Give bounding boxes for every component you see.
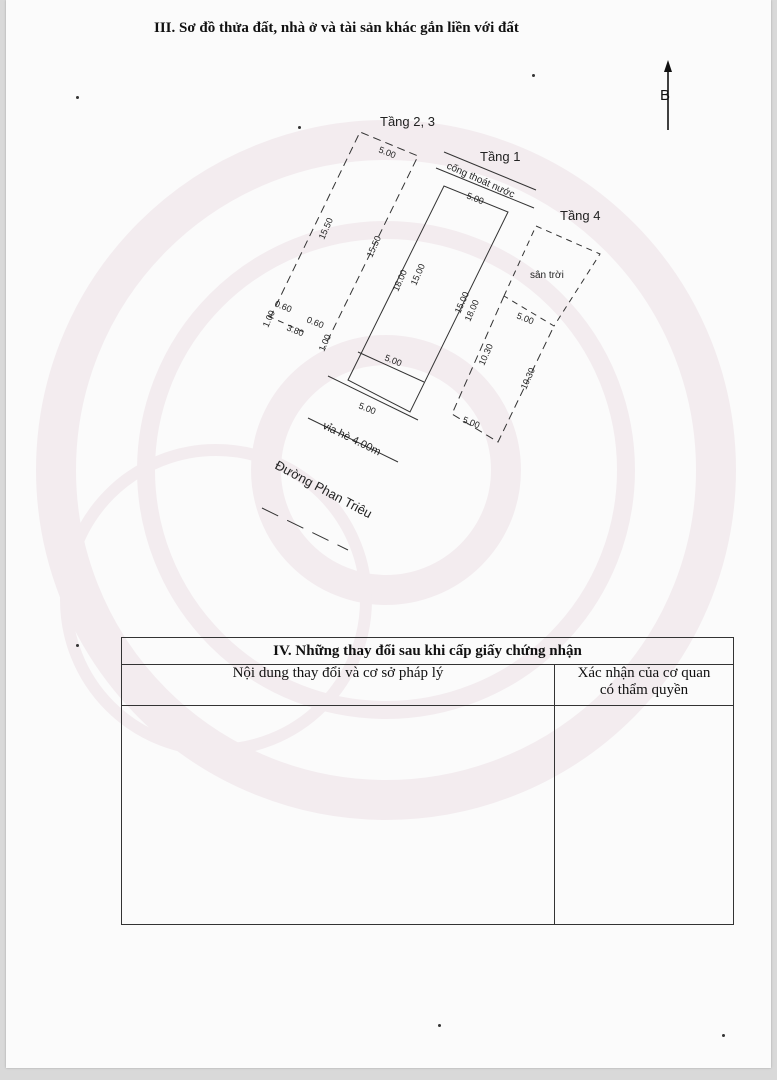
- north-label: B: [660, 87, 671, 104]
- column-header-confirm-line2: có thẩm quyền: [599, 682, 689, 698]
- north-arrow-icon: [664, 60, 672, 130]
- dim-f23-edge-a: 1.00: [261, 309, 277, 329]
- dim-f4-right: 10.30: [519, 366, 537, 391]
- dim-f23-left: 15.50: [317, 216, 335, 241]
- dim-f23-edge-b: 1.00: [317, 333, 333, 353]
- land-plot-diagram: Tầng 2, 3 Tầng 1 Tầng 4 cống thoát nước …: [261, 114, 601, 551]
- dim-f23-right: 15.50: [365, 234, 383, 259]
- floor-1-inner-bottom: [357, 351, 425, 383]
- dim-f23-offset-a: 0.60: [273, 299, 293, 315]
- confirm-cell-empty[interactable]: [554, 705, 734, 925]
- dim-f1-bottom: 5.00: [357, 401, 377, 417]
- terrace-label: sân trời: [530, 270, 564, 281]
- dim-f23-bottom: 3.80: [285, 323, 305, 339]
- sidewalk-edge-1: [307, 417, 399, 463]
- floor-4-label: Tầng 4: [560, 208, 600, 223]
- column-header-confirm: Xác nhận của cơ quan có thẩm quyền: [554, 664, 734, 706]
- scan-speck: [76, 96, 79, 99]
- dim-f1-inner-bottom: 5.00: [383, 353, 403, 369]
- scan-speck: [298, 126, 301, 129]
- dim-f1-top: 5.00: [465, 191, 485, 207]
- floor-4-outline: [451, 295, 555, 443]
- column-header-confirm-line1: Xác nhận của cơ quan: [577, 665, 711, 681]
- scan-speck: [722, 1034, 725, 1037]
- floor-2-3-base: [267, 315, 307, 334]
- sidewalk-edge-2: [327, 375, 419, 421]
- drain-line-2: [443, 151, 537, 191]
- scan-speck: [438, 1024, 441, 1027]
- drain-line-1: [435, 167, 535, 209]
- floor-1-outline: [347, 185, 509, 413]
- changes-table: IV. Những thay đổi sau khi cấp giấy chứn…: [121, 637, 734, 925]
- street-line: [261, 507, 349, 551]
- floor-2-3-outline: [269, 131, 419, 349]
- scan-speck: [532, 74, 535, 77]
- floor-2-3-label: Tầng 2, 3: [380, 114, 435, 129]
- floor-4-terrace: [503, 225, 601, 327]
- floor-1-label: Tầng 1: [480, 149, 520, 164]
- dim-f1-left-inner: 15.00: [409, 262, 427, 287]
- section-iii-title: III. Sơ đồ thửa đất, nhà ở và tài sản kh…: [154, 20, 519, 36]
- scan-speck: [76, 644, 79, 647]
- dim-f4-left: 10.30: [477, 342, 495, 367]
- sidewalk-label: vỉa hè 4.00m: [321, 420, 383, 458]
- dim-f23-top: 5.00: [377, 145, 397, 161]
- dim-f23-offset-b: 0.60: [305, 315, 325, 331]
- content-cell-empty[interactable]: [121, 705, 555, 925]
- column-header-content: Nội dung thay đổi và cơ sở pháp lý: [121, 664, 555, 706]
- section-iv-title: IV. Những thay đổi sau khi cấp giấy chứn…: [121, 637, 734, 665]
- dim-f4-bottom: 5.00: [461, 415, 481, 431]
- certificate-page: III. Sơ đồ thửa đất, nhà ở và tài sản kh…: [6, 0, 771, 1068]
- street-label: Đường Phan Triêu: [273, 457, 375, 521]
- dim-f1-left-outer: 18.00: [391, 268, 409, 293]
